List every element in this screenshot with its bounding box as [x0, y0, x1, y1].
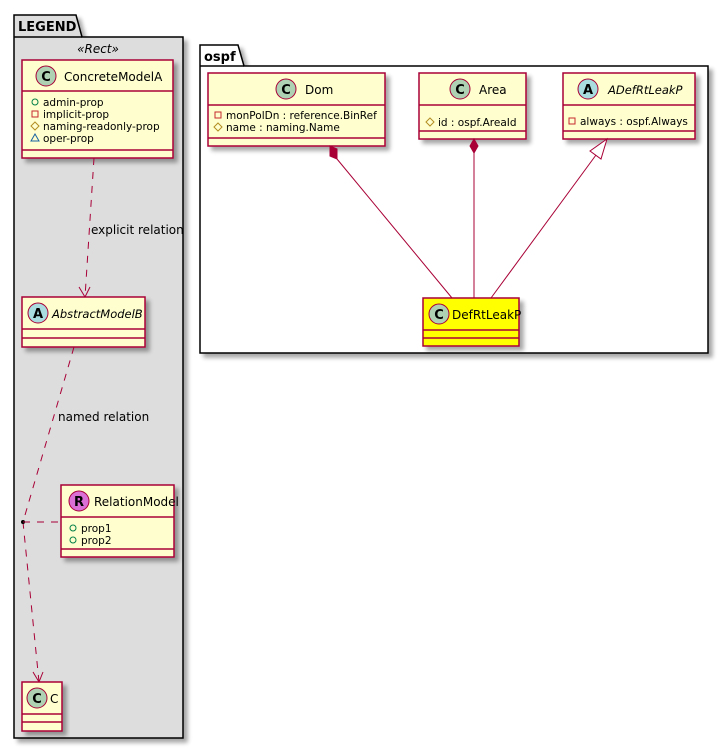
protected-diamond-icon: [213, 122, 223, 132]
attribute: oper-prop: [43, 133, 94, 145]
class-kind-letter: C: [32, 692, 42, 707]
class-dom[interactable]: C Dom monPolDn : reference.BinRef name :…: [207, 72, 386, 147]
class-name: AbstractModelB: [51, 307, 143, 321]
class-name: ConcreteModelA: [64, 70, 163, 84]
legend-stereotype: «Rect»: [77, 42, 119, 56]
class-r-icon: [68, 490, 90, 512]
class-name: Area: [479, 83, 507, 97]
composition-edge-area: [469, 137, 479, 298]
class-kind-letter: R: [74, 495, 84, 510]
attribute: id : ospf.AreaId: [438, 117, 517, 129]
public-circle-icon: [69, 524, 77, 532]
private-square-icon: [568, 117, 576, 125]
composition-diamond-icon: [469, 137, 479, 155]
class-area[interactable]: C Area id : ospf.AreaId: [418, 72, 527, 140]
class-name: DefRtLeakP: [452, 308, 521, 322]
named-relation-edge: named relation: [21, 346, 149, 684]
protected-diamond-icon: [30, 121, 40, 131]
inheritance-edge-adefrtleakp: [490, 137, 608, 299]
class-kind-letter: C: [455, 83, 465, 98]
class-c-icon: [275, 78, 297, 100]
class-abstract-model-b[interactable]: A AbstractModelB: [21, 296, 146, 348]
class-kind-letter: C: [281, 83, 291, 98]
class-adefrtleakp[interactable]: A ADefRtLeakP always : ospf.Always: [562, 72, 696, 140]
attribute: prop1: [81, 523, 112, 535]
explicit-relation-label: explicit relation: [91, 223, 184, 237]
inheritance-triangle-icon: [589, 137, 608, 160]
class-concrete-model-a[interactable]: C ConcreteModelA admin-prop implicit-pro…: [21, 59, 174, 159]
attribute: admin-prop: [43, 97, 104, 109]
attribute: always : ospf.Always: [580, 116, 688, 128]
attribute: naming-readonly-prop: [43, 121, 160, 133]
class-c-icon: [449, 78, 471, 100]
class-name: Dom: [305, 83, 333, 97]
private-square-icon: [214, 111, 222, 119]
public-circle-icon: [31, 98, 39, 106]
class-c[interactable]: C C: [21, 681, 63, 732]
class-c-icon: [26, 687, 48, 709]
class-name: C: [50, 692, 58, 706]
class-c-icon: [428, 303, 450, 325]
composition-edge-dom: [329, 145, 453, 299]
protected-diamond-icon: [425, 117, 435, 127]
class-name: RelationModel: [94, 495, 179, 509]
legend-title: LEGEND: [18, 20, 77, 35]
private-square-icon: [31, 110, 39, 118]
attribute: monPolDn : reference.BinRef: [226, 110, 377, 122]
class-kind-letter: A: [583, 83, 593, 98]
ospf-title: ospf: [204, 50, 236, 65]
class-defrtleakp[interactable]: C DefRtLeakP: [422, 297, 521, 347]
named-relation-label: named relation: [58, 410, 149, 424]
class-kind-letter: A: [33, 307, 43, 322]
class-name: ADefRtLeakP: [607, 83, 683, 97]
attribute: implicit-prop: [43, 109, 109, 121]
class-a-icon: [27, 302, 49, 324]
class-kind-letter: C: [434, 308, 444, 323]
package-triangle-icon: [30, 132, 40, 142]
class-c-icon: [35, 65, 57, 87]
class-relation-model[interactable]: R RelationModel prop1 prop2: [60, 484, 179, 558]
public-circle-icon: [69, 536, 77, 544]
attribute: name : naming.Name: [226, 122, 340, 134]
attribute: prop2: [81, 535, 112, 547]
composition-diamond-icon: [329, 145, 338, 160]
class-kind-letter: C: [41, 70, 51, 85]
class-a-icon: [577, 78, 599, 100]
